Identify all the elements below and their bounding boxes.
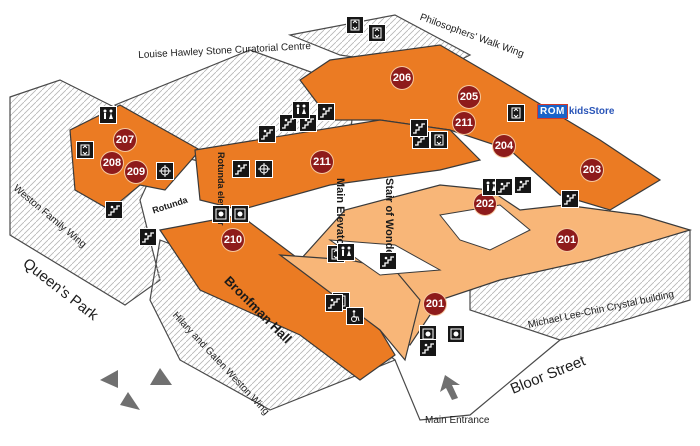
room-badge[interactable]: 205 [458, 86, 480, 108]
label-main-entrance: Main Entrance [425, 415, 490, 426]
elevator-icon [430, 131, 448, 149]
stairs-icon [379, 252, 397, 270]
restroom-icon [99, 106, 117, 124]
restroom-icon [337, 243, 355, 261]
room-badge[interactable]: 201 [556, 229, 578, 251]
stairs-icon [495, 178, 513, 196]
compass-arrow-1 [100, 370, 118, 388]
stairs-icon [325, 294, 343, 312]
elevator-icon [507, 104, 525, 122]
elevator-icon [346, 16, 364, 34]
rom-kidsstore-logo[interactable]: ROM kidsStore [537, 103, 615, 119]
elevator-icon [368, 24, 386, 42]
room-badge[interactable]: 202 [474, 193, 496, 215]
restroom-icon [292, 101, 310, 119]
stairs-icon [139, 228, 157, 246]
room-badge[interactable]: 203 [581, 159, 603, 181]
stairs-icon [258, 125, 276, 143]
room-badge[interactable]: 211 [453, 112, 475, 134]
stairs-icon [419, 339, 437, 357]
compass-arrow-3 [120, 392, 140, 410]
compass-arrows [100, 368, 172, 410]
room-badge[interactable]: 208 [101, 152, 123, 174]
stairs-icon [105, 201, 123, 219]
kidsstore-rom: ROM [537, 103, 568, 119]
exhibit-icon [255, 160, 273, 178]
gallery-icon [231, 205, 249, 223]
room-badge[interactable]: 211 [311, 151, 333, 173]
stairs-icon [514, 176, 532, 194]
room-badge[interactable]: 210 [222, 229, 244, 251]
stairs-icon [317, 103, 335, 121]
exhibit-icon [156, 162, 174, 180]
stairs-icon [561, 190, 579, 208]
kidsstore-label: kidsStore [568, 105, 615, 117]
accessible-icon [346, 307, 364, 325]
room-badge[interactable]: 209 [125, 161, 147, 183]
room-badge[interactable]: 201 [424, 293, 446, 315]
main-entrance-arrow [440, 375, 460, 400]
stairs-icon [232, 160, 250, 178]
bottom-crystal-edges [394, 339, 561, 421]
gallery-icon [212, 205, 230, 223]
elevator-icon [76, 141, 94, 159]
floor-west-wing [69, 104, 201, 211]
compass-arrow-2 [150, 368, 172, 385]
room-badge[interactable]: 204 [493, 135, 515, 157]
room-badge[interactable]: 206 [391, 67, 413, 89]
floor-bronfman-hall [158, 214, 396, 381]
room-badge[interactable]: 207 [114, 129, 136, 151]
gallery-icon [447, 325, 465, 343]
stairs-icon [410, 119, 428, 137]
